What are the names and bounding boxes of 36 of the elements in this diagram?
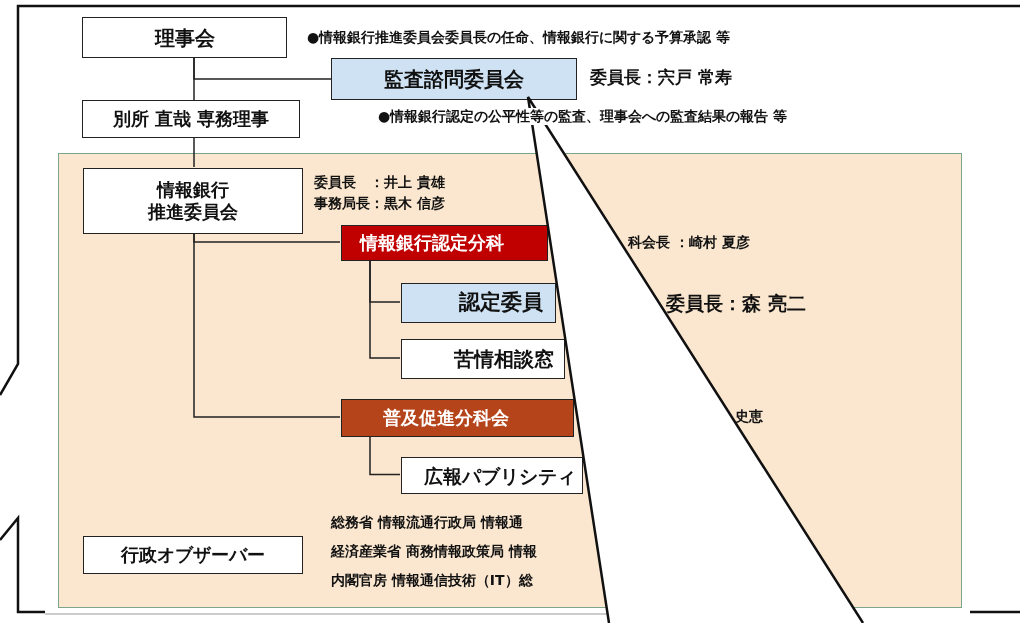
connector-line bbox=[193, 137, 195, 168]
box-label: 認定委員 bbox=[459, 290, 543, 316]
box-label: 普及促進分科会 bbox=[383, 407, 509, 429]
beside-text: 事務局長：黒木 信彦 bbox=[314, 195, 445, 212]
connector-line bbox=[369, 435, 401, 476]
org-box bbox=[83, 536, 303, 574]
org-box bbox=[82, 100, 300, 138]
beside-text: 経済産業省 商務情報政策局 情報 bbox=[331, 543, 537, 560]
name-text: 科会長 ：崎村 夏彦 bbox=[628, 234, 750, 251]
org-box bbox=[341, 225, 548, 261]
org-box bbox=[82, 17, 287, 58]
name-text: 史恵 bbox=[735, 408, 763, 425]
org-box bbox=[331, 58, 577, 100]
box-label: 苦情相談窓 bbox=[454, 347, 554, 371]
beside-text: 委員長：宍戸 常寿 bbox=[590, 67, 732, 88]
org-box bbox=[401, 457, 583, 494]
box-label: 情報銀行推進委員会 bbox=[147, 179, 239, 223]
connector-line bbox=[193, 232, 341, 418]
connector-line bbox=[369, 259, 401, 359]
box-label: 広報パブリシティ bbox=[424, 464, 576, 487]
org-box bbox=[401, 339, 565, 379]
beside-text: 内閣官房 情報通信技術（IT）総 bbox=[331, 572, 533, 589]
beside-text: 委員長 ：井上 貴雄 bbox=[314, 174, 445, 191]
beside-text: ●情報銀行推進委員会委員長の任命、情報銀行に関する予算承認 等 bbox=[307, 29, 731, 46]
box-label: 別所 直哉 専務理事 bbox=[111, 108, 271, 130]
box-label: 情報銀行認定分科 bbox=[360, 232, 504, 254]
box-label: 行政オブザーバー bbox=[119, 544, 266, 566]
org-box bbox=[401, 283, 556, 323]
name-text: 委員長：森 亮二 bbox=[666, 292, 806, 315]
beside-text: 総務省 情報流通行政局 情報通 bbox=[331, 514, 523, 531]
org-box bbox=[83, 168, 303, 234]
connector-line bbox=[193, 57, 195, 101]
box-label: 理事会 bbox=[153, 25, 216, 50]
org-box bbox=[341, 399, 574, 437]
box-label: 監査諮問委員会 bbox=[383, 67, 525, 91]
beside-text: ●情報銀行認定の公平性等の監査、理事会への監査結果の報告 等 bbox=[378, 108, 788, 125]
